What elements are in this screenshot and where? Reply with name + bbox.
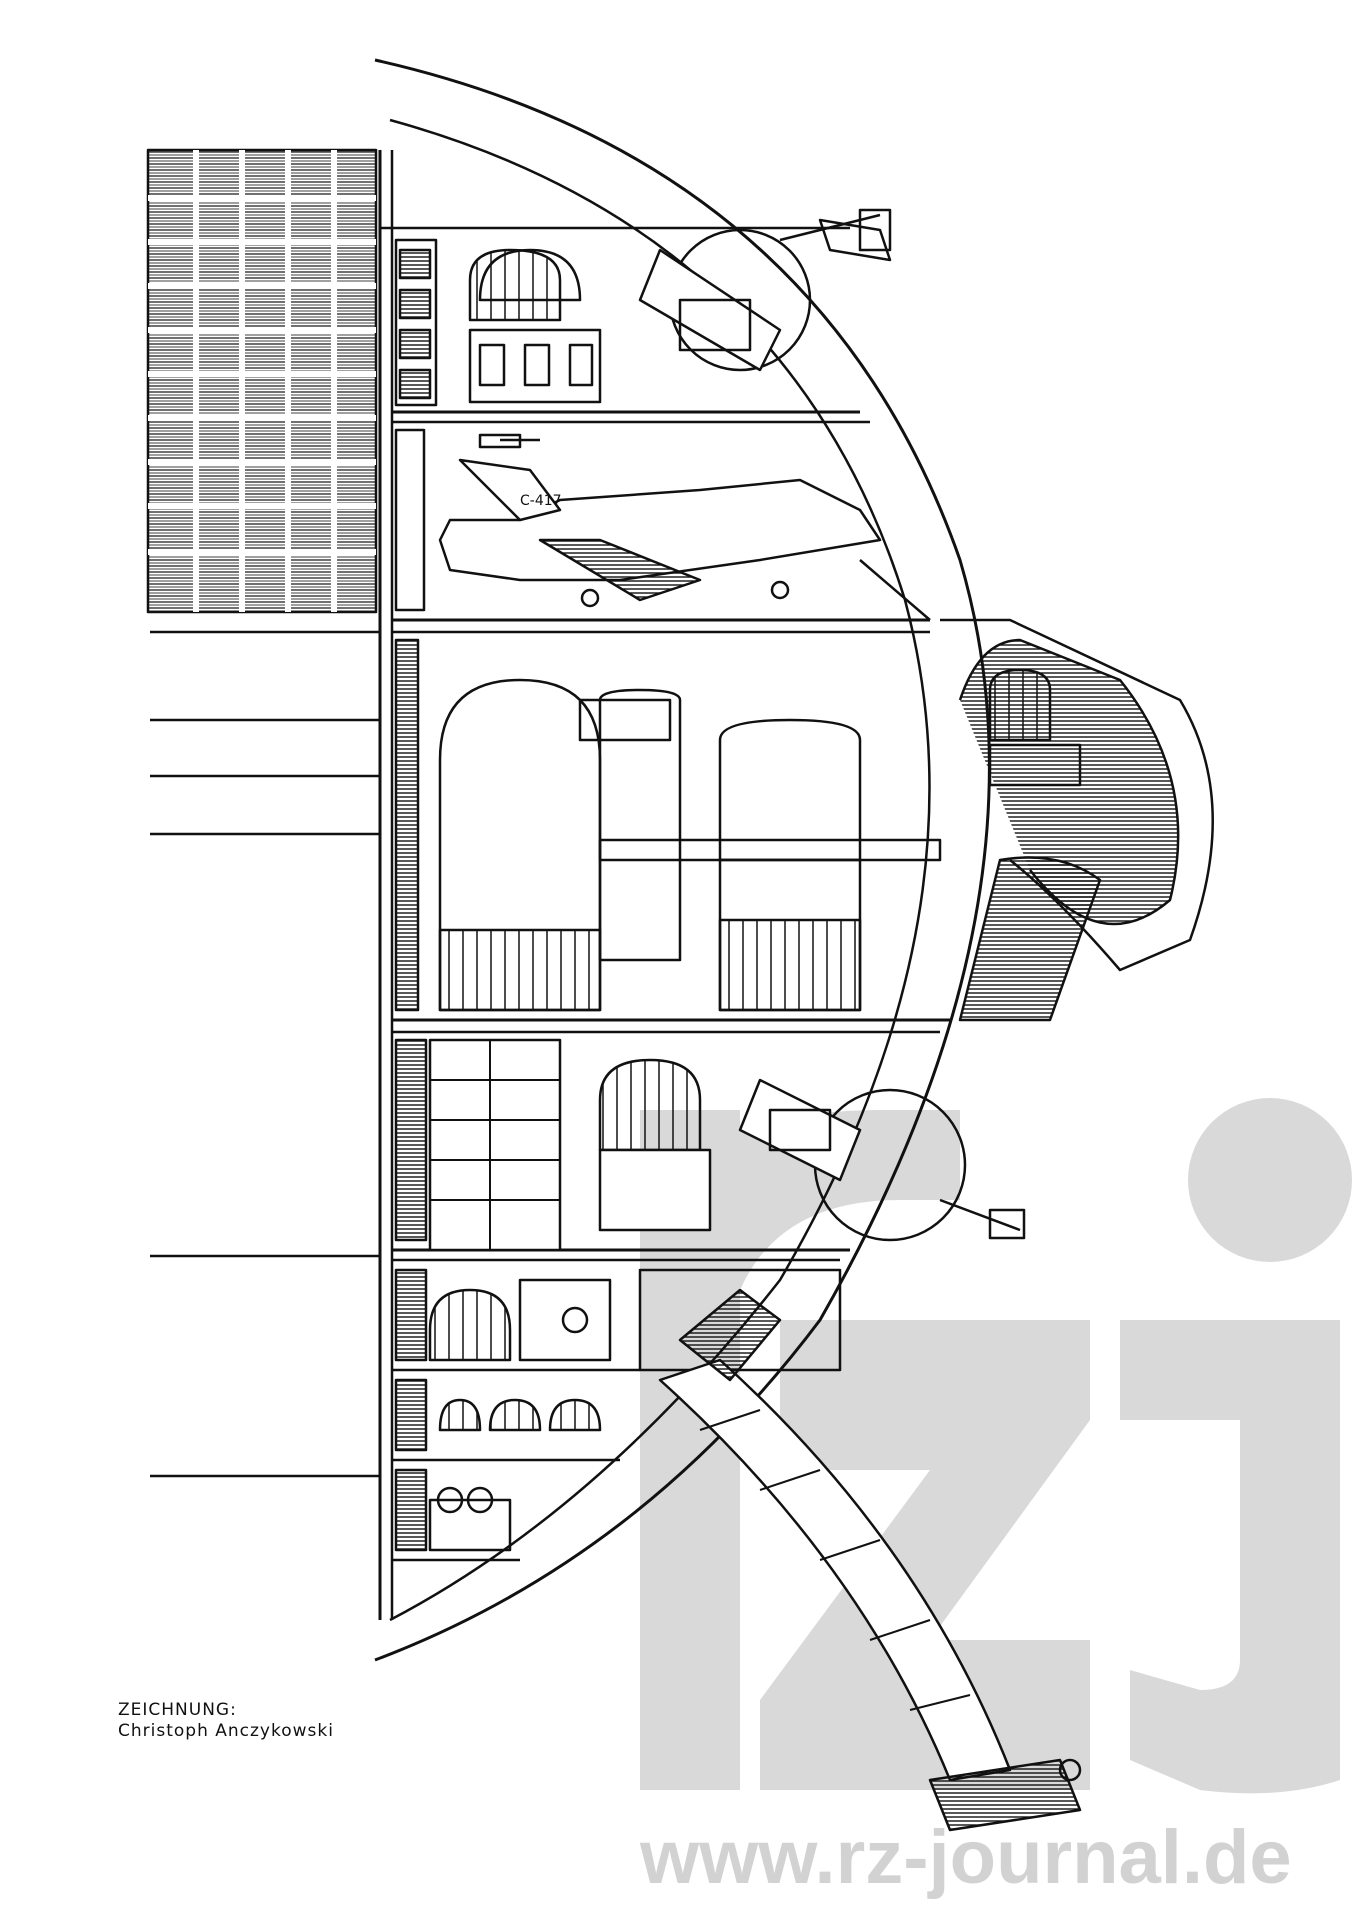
drawing-linework: [146, 58, 1214, 1832]
credit-label: ZEICHNUNG:: [118, 1700, 237, 1720]
fighter-craft: [438, 433, 931, 621]
craft-marking: C-417: [520, 493, 562, 509]
locker-column: [394, 238, 438, 1552]
side-observation-pod: [940, 618, 1214, 1022]
cargo-grid: [146, 148, 378, 614]
deck-lines: [150, 630, 380, 1478]
illustration-credit: ZEICHNUNG: Christoph Anczykowski: [118, 1700, 334, 1742]
credit-artist: Christoph Anczykowski: [118, 1721, 334, 1741]
crane-arm: [658, 1288, 1082, 1832]
bottom-compartments: [428, 1268, 842, 1552]
lower-bay-equipment: [428, 1038, 1026, 1252]
watermark-url: www.rz-journal.de: [640, 1815, 1292, 1900]
upper-bay-equipment: [468, 208, 892, 404]
storage-tanks: [438, 678, 942, 1012]
